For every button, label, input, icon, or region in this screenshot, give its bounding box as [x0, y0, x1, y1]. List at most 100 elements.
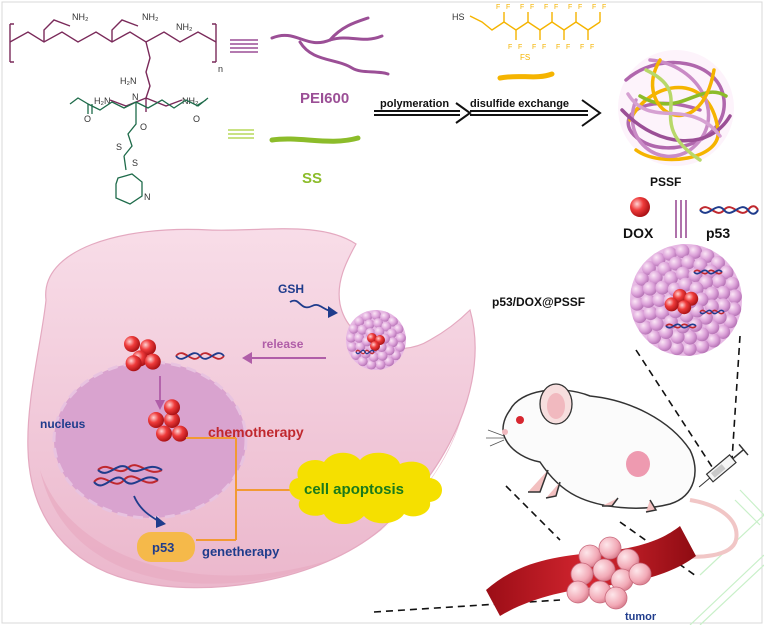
nanoparticle-bead [695, 339, 710, 354]
label-nucleus: nucleus [40, 417, 86, 431]
label-release: release [262, 337, 304, 351]
ss-monomer-structure [69, 97, 209, 205]
label-gsh: GSH [278, 282, 304, 296]
pei-polymer-icon [270, 16, 390, 76]
chem-s: S [132, 158, 138, 168]
chem-f: F [566, 44, 570, 51]
parallel-bars [675, 200, 687, 238]
nanoparticle-bead [374, 326, 385, 337]
translation-arrow [133, 495, 166, 528]
nanoparticle-bead [395, 332, 406, 343]
nanoparticle-bead [704, 286, 719, 301]
nanoparticle-bead [634, 271, 649, 286]
p53-dna-icon [699, 205, 759, 215]
chem-f: F [578, 4, 582, 11]
dna-nucleus-icon [93, 464, 163, 487]
nanoparticle-bead [716, 298, 731, 313]
nanoparticle-bead [678, 277, 693, 292]
chem-nh2: NH₂ [176, 22, 193, 32]
fluoro-thiol-structure [469, 12, 601, 40]
dox-molecule [125, 355, 142, 372]
cell-apoptosis-cloud [289, 452, 442, 525]
nanoparticle-bead [652, 292, 667, 307]
nanoparticle-bead [355, 341, 366, 352]
dox-molecule [140, 339, 156, 356]
chem-f: F [518, 44, 522, 51]
fluoro-chain-icon [497, 71, 555, 81]
nanoparticle-bead [675, 266, 690, 281]
nanoparticle-bead [387, 337, 398, 348]
p53-dox-pssf-nanoparticle [630, 244, 742, 356]
chem-f: F [568, 4, 572, 11]
nanoparticle-bead [373, 318, 384, 329]
nanoparticle-bead [725, 276, 740, 291]
label-p53-top: p53 [706, 225, 730, 241]
chem-f: F [520, 4, 524, 11]
nanoparticle-bead [380, 311, 391, 322]
chem-f: F [544, 4, 548, 11]
nanoparticle-in-cell [346, 310, 406, 370]
chem-h2n: H₂N [120, 76, 137, 86]
nanoparticle-bead [377, 350, 388, 361]
nanoparticle-bead [364, 319, 375, 330]
chem-o: O [140, 122, 147, 132]
nanoparticle-bead [649, 316, 664, 331]
nanoparticle-bead [371, 310, 382, 321]
equals-sign-pei [230, 39, 258, 53]
label-polymeration: polymeration [380, 98, 449, 110]
nanoparticle-bead [668, 256, 683, 271]
dna-strand [355, 349, 375, 355]
reaction-arrow-1 [374, 102, 472, 124]
nanoparticle-bead [716, 285, 731, 300]
dox-molecule [164, 412, 180, 428]
therapy-bracket [186, 437, 296, 541]
dox-molecule [156, 425, 172, 442]
chem-n: N [144, 192, 151, 202]
nanoparticle-bead [357, 356, 368, 367]
dox-molecule [367, 333, 377, 343]
reaction-arrow-2 [470, 99, 602, 127]
label-pei600: PEI600 [300, 90, 349, 107]
nanoparticle-bead [384, 356, 395, 367]
nanoparticle-bead [638, 320, 653, 335]
nanoparticle-bead [682, 330, 697, 345]
chem-f: F [590, 44, 594, 51]
label-genetherapy: genetherapy [202, 544, 280, 559]
nanoparticle-bead [368, 351, 379, 362]
subscript-n: n [218, 64, 223, 74]
equals-sign-ss [228, 129, 254, 139]
chem-nh2: NH₂ [182, 96, 199, 106]
chem-nh2: NH₂ [72, 12, 89, 22]
chem-f: F [496, 4, 500, 11]
dox-molecule [172, 425, 188, 442]
dox-clusters [124, 336, 188, 442]
nanoparticle-bead [630, 283, 645, 298]
label-pssf: PSSF [650, 175, 681, 189]
nanoparticle-bead [630, 296, 645, 311]
chem-f: F [554, 4, 558, 11]
chem-o: O [84, 114, 91, 124]
nanoparticle-bead [694, 292, 709, 307]
nanoparticle-bead [682, 341, 697, 356]
dox-molecule [148, 412, 164, 428]
nanoparticle-bead [727, 289, 742, 304]
label-disulfide-exchange: disulfide exchange [470, 98, 569, 110]
label-ss: SS [302, 170, 322, 187]
label-chemotherapy: chemotherapy [208, 424, 304, 440]
dox-molecule [677, 300, 692, 315]
dox-molecule [370, 341, 380, 351]
chem-h2n: H₂N [94, 96, 111, 106]
chem-n: N [132, 92, 139, 102]
dna-strand [699, 309, 725, 315]
label-dox: DOX [623, 225, 654, 241]
nanoparticle-bead [381, 321, 392, 332]
chem-nh2: NH₂ [142, 12, 159, 22]
label-tumor: tumor [625, 611, 657, 623]
nanoparticle-bead [357, 324, 368, 335]
dna-released-icon [175, 352, 225, 360]
tumor-cell [604, 586, 628, 610]
chem-f: F [506, 4, 510, 11]
chem-f: F [556, 44, 560, 51]
dashed-connectors [373, 335, 741, 613]
